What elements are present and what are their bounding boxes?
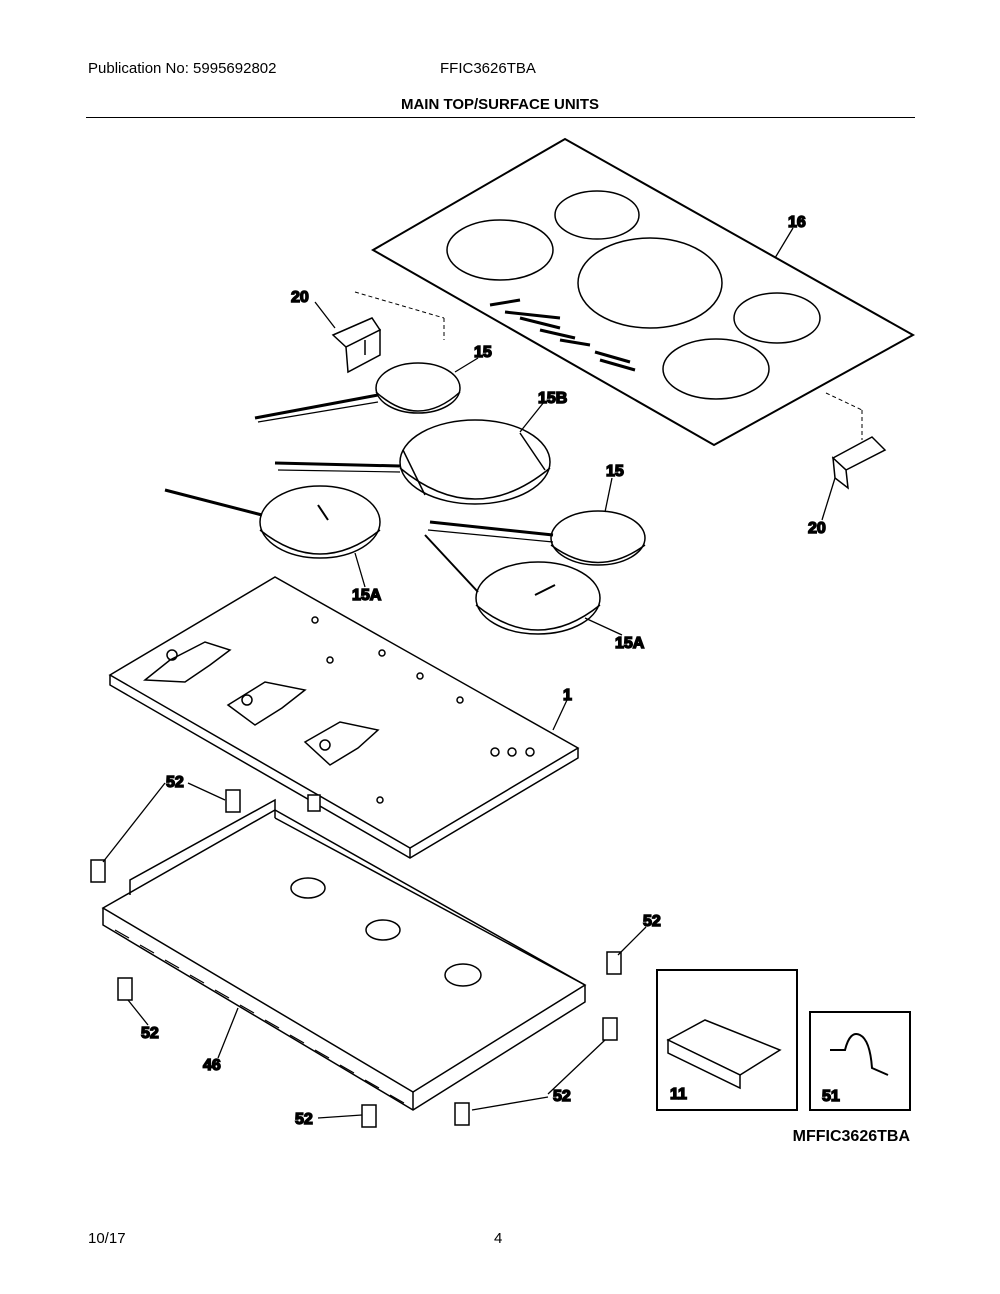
bracket-part [331,291,887,490]
callout-46: 46 [203,1057,221,1074]
clip-part [90,789,622,1128]
callout-15-right: 15 [606,463,624,480]
callout-1: 1 [563,687,572,704]
induction-element-part [164,362,646,635]
callout-15b: 15B [538,390,567,407]
glass-cooktop-part [370,137,916,447]
callout-15a-right: 15A [615,635,645,652]
callout-52-bottom-right: 52 [553,1088,571,1105]
inset-box-panel [656,969,911,1111]
callout-15a-left: 15A [352,587,382,604]
callout-51: 51 [822,1088,840,1105]
main-top-panel-part [108,576,580,859]
publication-number: Publication No: 5995692802 [88,60,277,77]
callout-11: 11 [670,1086,687,1103]
callout-20-left: 20 [291,289,309,306]
model-number: FFIC3626TBA [440,60,536,77]
callout-15-top: 15 [474,344,492,361]
bottom-box-part [101,798,587,1111]
diagram-code: MFFIC3626TBA [792,1128,910,1145]
callout-52-right: 52 [643,913,661,930]
leader-lines [102,227,836,1119]
callout-52-top: 52 [166,774,184,791]
revision-date: 10/17 [88,1230,126,1247]
callout-52-bottom: 52 [295,1111,313,1128]
callout-52-left: 52 [141,1025,159,1042]
callout-20-right: 20 [808,520,826,537]
page-number: 4 [494,1230,503,1247]
section-title: MAIN TOP/SURFACE UNITS [400,96,600,113]
callout-16: 16 [788,214,806,231]
header-rule [86,117,915,118]
